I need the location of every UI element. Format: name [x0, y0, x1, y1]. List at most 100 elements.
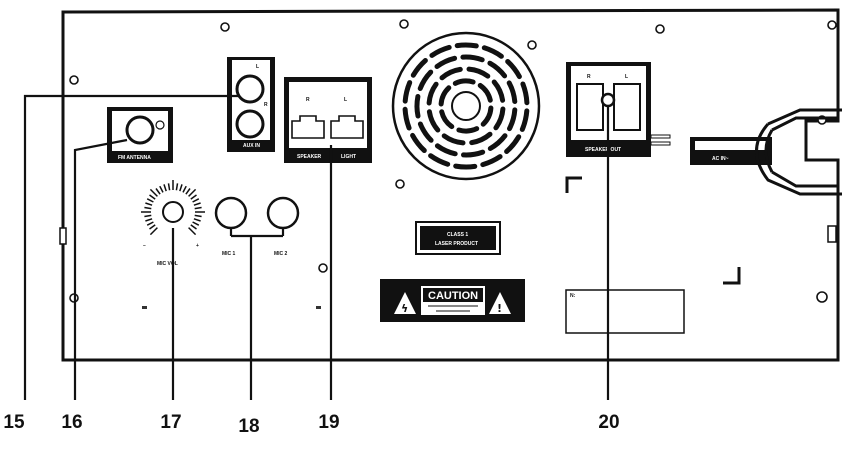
leader-15 — [23, 94, 238, 400]
speaker-l-label: L — [344, 97, 347, 103]
light-label: LIGHT — [341, 154, 356, 160]
volume-tick — [188, 227, 197, 236]
callout-lines — [23, 94, 610, 400]
callout-18: 18 — [238, 416, 259, 437]
volume-tick — [146, 198, 154, 203]
volume-tick — [167, 183, 171, 191]
fan-slot — [487, 133, 508, 151]
caution-label: ϟ ! CAUTION — [380, 279, 525, 322]
fan-slot — [506, 80, 518, 104]
mic1-label: MIC 1 — [222, 251, 236, 257]
callout-16: 16 — [61, 412, 82, 433]
fan-grille — [391, 31, 541, 181]
mic-vol-plus: + — [196, 243, 199, 249]
fan-slot — [460, 54, 485, 63]
mic-vol-label: MIC VOL — [157, 261, 178, 267]
fan-slot — [428, 153, 451, 167]
leader-18 — [229, 228, 285, 400]
fan-slot — [410, 58, 428, 78]
volume-tick — [193, 218, 201, 222]
callout-19: 19 — [318, 412, 339, 433]
mic-vol-knob: − + MIC VOL — [141, 180, 205, 267]
speaker-light-terminals: R L SPEAKER LIGHT — [284, 77, 372, 163]
fan-slot — [441, 133, 466, 146]
volume-tick — [194, 214, 202, 218]
fan-slot — [480, 105, 494, 127]
volume-tick — [190, 194, 197, 200]
lightning-icon: ϟ — [401, 302, 408, 315]
class1-label: CLASS 1 — [447, 232, 468, 238]
fan-slot — [487, 60, 508, 79]
fan-slot — [493, 106, 506, 131]
fan-slot — [505, 59, 522, 80]
fan-slot — [402, 80, 413, 104]
volume-tick — [149, 194, 156, 200]
fan-slot — [426, 81, 439, 106]
speaker-out-label: SPEAKER OUT — [585, 147, 621, 153]
fan-slot — [454, 42, 479, 49]
fm-antenna-label: FM ANTENNA — [118, 155, 151, 161]
fan-slot — [417, 69, 434, 91]
volume-tick — [190, 224, 197, 230]
rating-label-mark: N: — [570, 293, 576, 299]
small-marks — [142, 306, 321, 309]
fan-slot — [456, 126, 480, 134]
volume-tick — [175, 183, 179, 191]
ac-in-label: AC IN~ — [712, 156, 729, 162]
volume-tick — [193, 202, 201, 206]
fan-slot — [519, 108, 530, 132]
fan-slot — [402, 106, 412, 131]
volume-tick — [155, 188, 161, 195]
out-r-label: R — [587, 74, 591, 80]
volume-tick — [185, 188, 191, 195]
fan-slot — [410, 132, 427, 153]
volume-tick — [146, 221, 154, 226]
volume-tick — [145, 202, 153, 206]
caution-text: CAUTION — [428, 290, 478, 302]
volume-tick — [145, 218, 153, 222]
fan-slot — [438, 85, 452, 107]
volume-tick — [149, 227, 158, 236]
fan-slot — [439, 109, 455, 130]
volume-tick — [144, 214, 152, 218]
aux-r-label: R — [264, 102, 268, 108]
volume-tick — [163, 184, 167, 192]
corner-marks — [565, 176, 741, 285]
fan-slot — [439, 66, 463, 81]
fan-slot — [453, 163, 478, 170]
volume-tick — [159, 185, 164, 193]
fan-slot — [481, 45, 504, 59]
callout-numbers: 15 16 17 18 19 20 — [3, 412, 619, 437]
volume-tick — [179, 184, 183, 192]
fan-slot — [504, 134, 522, 154]
fan-slot — [491, 79, 506, 103]
volume-tick — [192, 198, 200, 203]
leader-16 — [73, 138, 128, 400]
laser-class-label: CLASS 1 LASER PRODUCT — [415, 221, 501, 255]
volume-tick — [182, 185, 187, 193]
fm-antenna-jack: FM ANTENNA — [107, 107, 173, 163]
fan-slot — [466, 66, 491, 79]
aux-l-label: L — [256, 64, 259, 70]
fan-slot — [520, 81, 530, 106]
speaker-label: SPEAKER — [297, 154, 322, 160]
volume-tick — [144, 206, 152, 210]
volume-tick — [149, 188, 158, 197]
fan-slot — [469, 131, 493, 146]
fan-slot — [480, 154, 503, 168]
volume-tick — [194, 206, 202, 210]
fan-slot — [429, 44, 452, 58]
out-l-label: L — [625, 74, 628, 80]
fan-slot — [452, 78, 476, 86]
laser-product-label: LASER PRODUCT — [435, 241, 478, 247]
fan-slot — [434, 55, 458, 69]
volume-tick — [188, 188, 197, 197]
exclamation-icon: ! — [497, 302, 502, 315]
fan-slot — [426, 109, 441, 133]
speaker-r-label: R — [306, 97, 310, 103]
callout-15: 15 — [3, 412, 25, 433]
fan-slot — [434, 143, 458, 157]
fan-slot — [417, 121, 434, 143]
aux-in-label: AUX IN — [243, 143, 260, 149]
